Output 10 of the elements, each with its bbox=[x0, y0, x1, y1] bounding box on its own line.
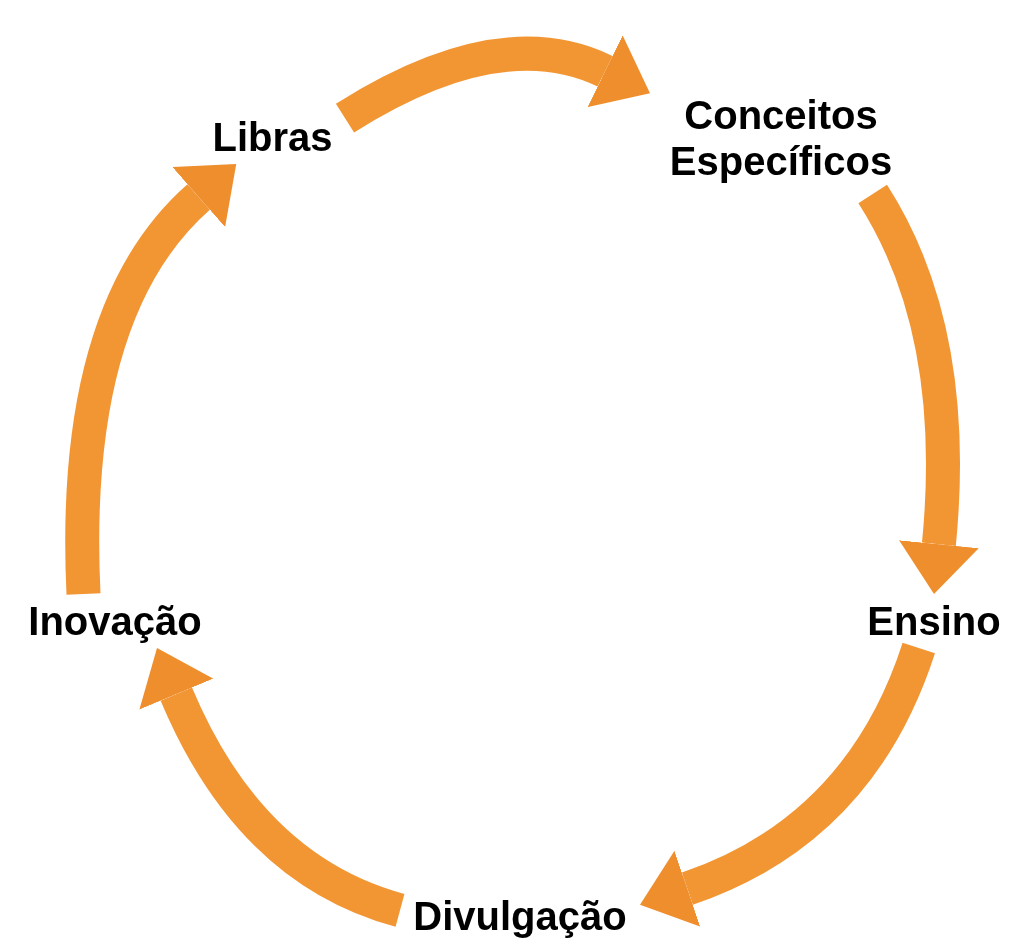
curved-arrow bbox=[858, 185, 979, 595]
step-label: Inovação bbox=[10, 594, 220, 648]
step-label: Ensino bbox=[858, 594, 1010, 648]
curved-arrow bbox=[640, 642, 935, 927]
step-label: Libras bbox=[200, 110, 345, 164]
step-label: Conceitos Específicos bbox=[650, 82, 912, 194]
step-label: Divulgação bbox=[400, 888, 640, 944]
curved-arrow bbox=[139, 648, 406, 927]
curved-arrow bbox=[336, 34, 652, 133]
curved-arrow bbox=[65, 162, 235, 595]
